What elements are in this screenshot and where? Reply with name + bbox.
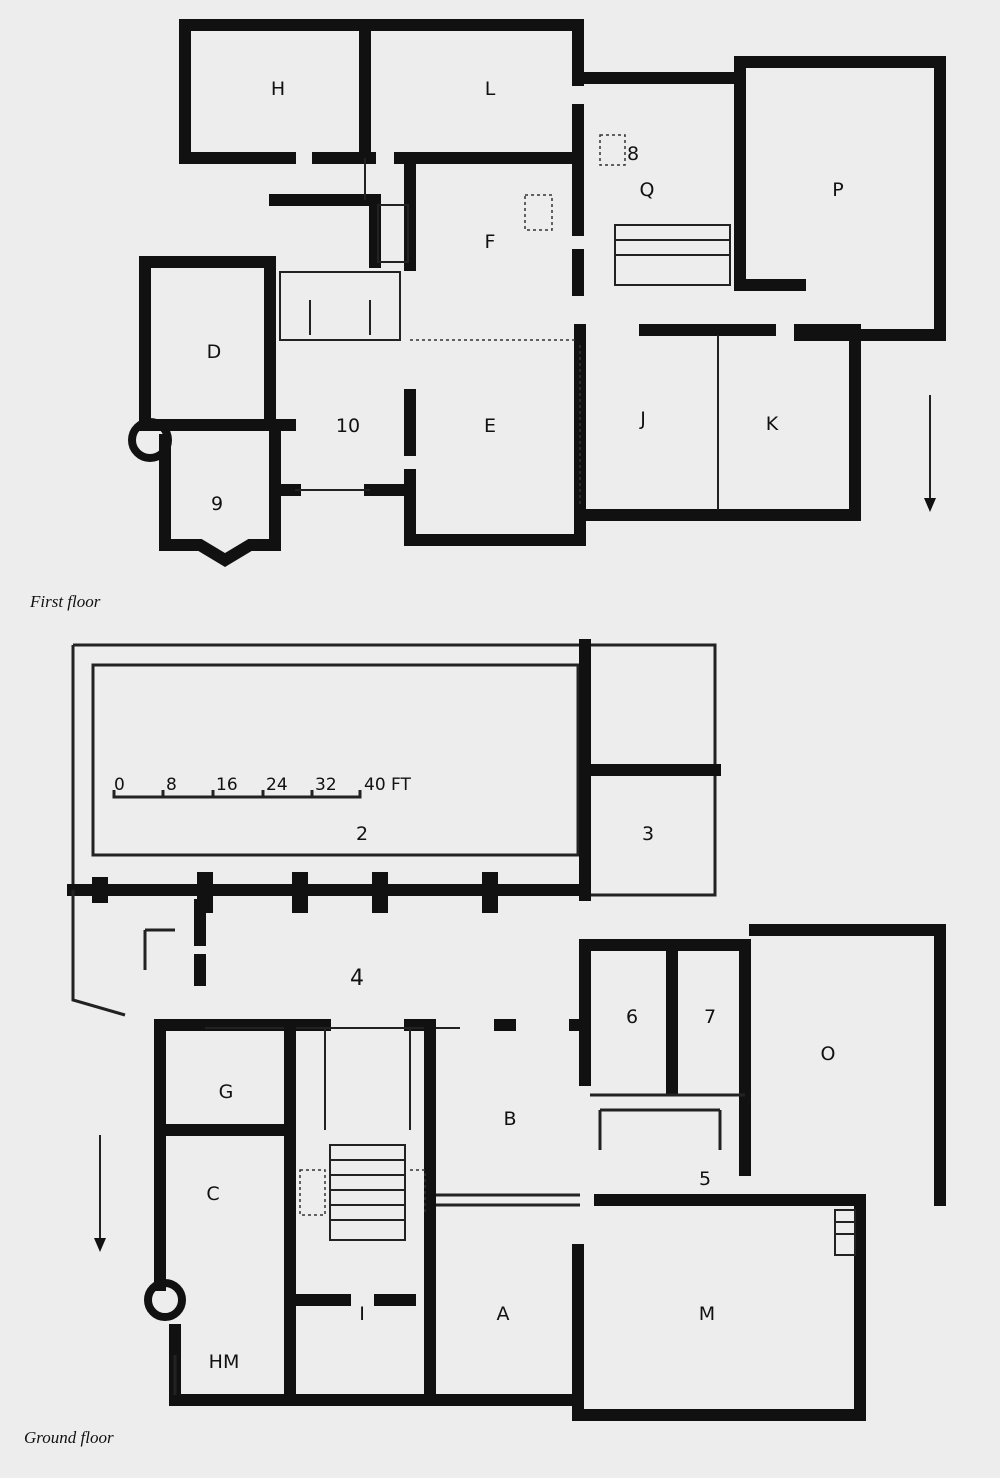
room-label-4: 4 (350, 966, 364, 991)
room-label-f: F (485, 231, 496, 253)
scale-tick-16: 16 (216, 775, 238, 795)
room-label-a: A (497, 1303, 510, 1325)
room-label-6: 6 (626, 1006, 638, 1028)
room-label-l: L (485, 78, 496, 100)
room-label-3: 3 (642, 823, 654, 845)
room-label-p: P (832, 179, 843, 201)
room-label-9: 9 (211, 493, 223, 515)
caption-ground-floor: Ground floor (24, 1428, 114, 1447)
caption-first-floor: First floor (30, 592, 101, 611)
room-label-7: 7 (704, 1006, 716, 1028)
scale-tick-0: 0 (114, 775, 125, 795)
north-arrow-ground-floor-icon (94, 1135, 106, 1252)
room-label-g: G (219, 1081, 234, 1103)
room-label-q: Q (640, 179, 655, 201)
scale-bar: 0 8 16 24 32 40 FT (112, 775, 412, 799)
scale-tick-8: 8 (166, 775, 177, 795)
room-label-h: H (271, 78, 285, 100)
north-arrow-first-floor-icon (924, 395, 936, 512)
room-label-b: B (503, 1108, 516, 1130)
room-label-10: 10 (336, 415, 360, 437)
room-label-hm: HM (209, 1351, 240, 1373)
room-label-c: C (206, 1183, 219, 1205)
room-label-5: 5 (699, 1168, 711, 1190)
room-label-j: J (639, 408, 646, 430)
room-label-8: 8 (627, 143, 639, 165)
room-label-k: K (766, 413, 779, 435)
scale-tick-40ft: 40 FT (364, 775, 412, 795)
room-label-d: D (207, 341, 222, 363)
first-floor-plan: H L 8 Q P F D 10 E J K 9 (128, 19, 946, 567)
room-label-2: 2 (356, 823, 368, 845)
room-label-m: M (699, 1303, 715, 1325)
ground-floor-plan: 0 8 16 24 32 40 FT 2 3 4 6 7 O G B C 5 H… (67, 639, 946, 1421)
scale-tick-32: 32 (315, 775, 337, 795)
room-label-o: O (821, 1043, 836, 1065)
scale-tick-24: 24 (266, 775, 288, 795)
room-label-e: E (484, 415, 496, 437)
room-label-i: I (359, 1303, 365, 1325)
